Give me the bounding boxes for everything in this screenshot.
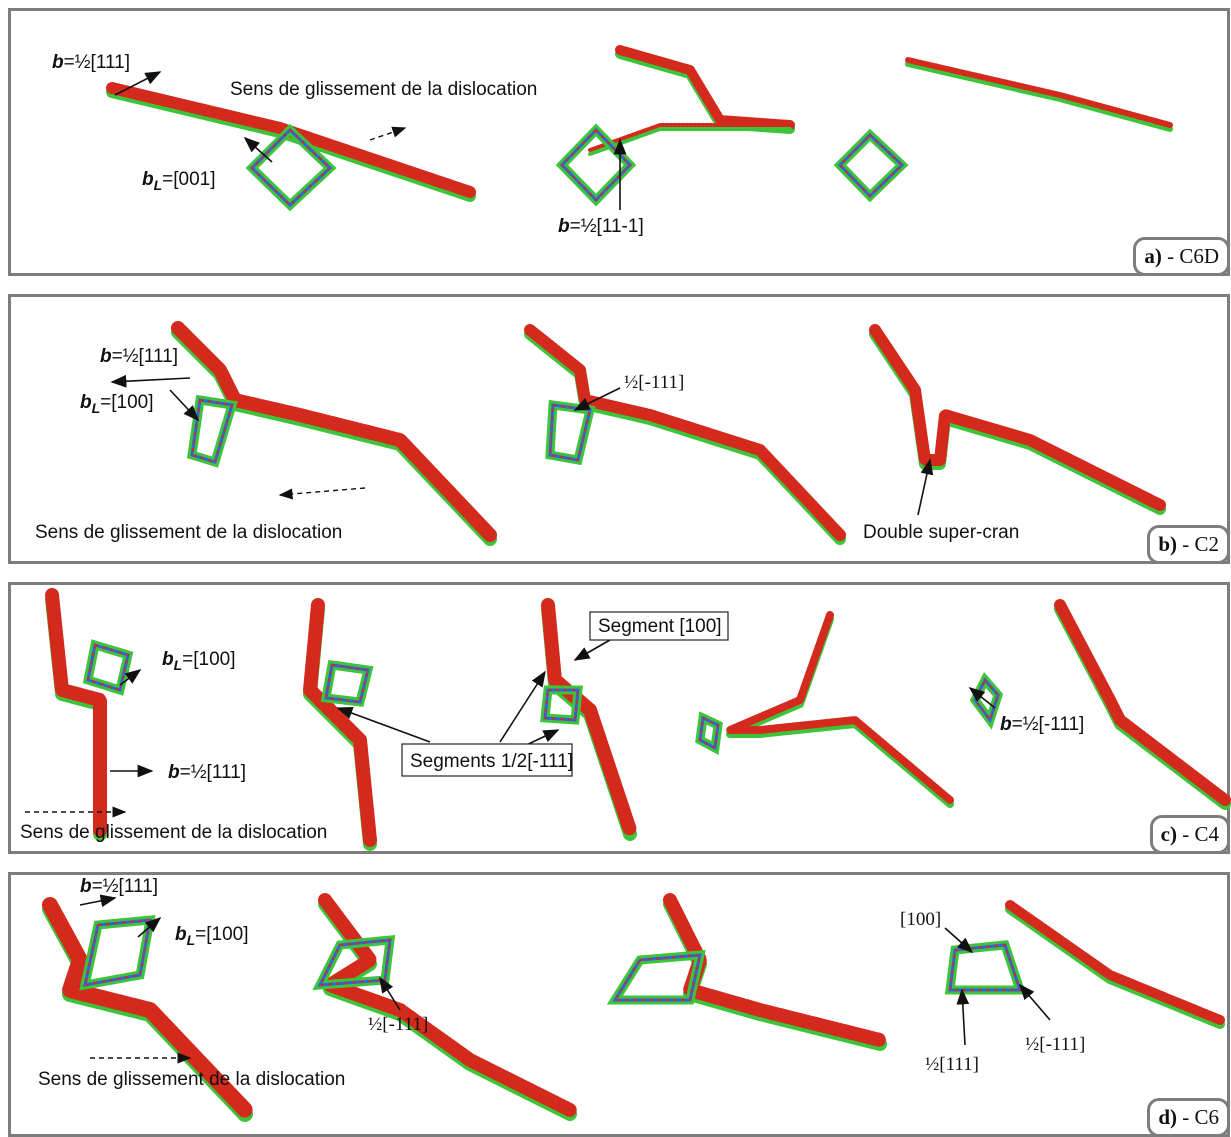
a-dislocation-1: [106, 82, 476, 202]
arrow-d-l100: [944, 927, 974, 954]
arrow-b-bl: [169, 389, 200, 422]
c-bl-label: bL=[100]: [162, 649, 236, 673]
c-segments-label: Segments 1/2[-111]: [410, 751, 573, 772]
panel-d-tag: d) - C6: [1147, 1098, 1230, 1137]
b-glide-label: Sens de glissement de la dislocation: [35, 522, 342, 543]
arrow-c-b2: [968, 687, 996, 709]
c-segment100-label: Segment [100]: [598, 616, 722, 637]
arrow-a-glide: [369, 126, 407, 141]
c-loop-1: [82, 639, 134, 696]
panel-b-tag: b) - C2: [1147, 525, 1230, 564]
arrow-d-half2: [1018, 983, 1051, 1021]
panel-c-tag: c) - C4: [1149, 815, 1230, 854]
d-loop-3: [606, 950, 706, 1005]
b-dislocation-3: [869, 324, 1166, 515]
b-b-label: b=½[111]: [100, 346, 178, 367]
c-dislocation-4: [726, 611, 954, 808]
a-b-label: b=½[111]: [52, 52, 130, 73]
arrow-a-b: [114, 71, 162, 96]
panel-a-tag: a) - C6D: [1133, 237, 1230, 276]
arrow-b-glide: [278, 487, 366, 500]
arrow-d-half3: [956, 988, 970, 1046]
arrow-b-b: [110, 374, 191, 388]
c-dislocation-3: [541, 598, 637, 841]
arrow-c-seg100: [573, 639, 611, 661]
c-loop-2: [320, 659, 374, 707]
a-dislocation-3: [905, 57, 1173, 132]
arrow-c-bl: [119, 669, 142, 686]
a-bl-label: bL=[001]: [142, 169, 216, 193]
d-dislocation-3: [663, 893, 887, 1051]
b-dislocation-1: [171, 321, 497, 546]
b-bl-label: bL=[100]: [80, 392, 154, 416]
arrow-c-seg2: [499, 670, 546, 743]
c-glide-label: Sens de glissement de la dislocation: [20, 822, 327, 843]
d-loop-4: [944, 940, 1027, 995]
b-dislocation-2: [524, 324, 846, 545]
segments-box: [401, 743, 573, 777]
arrow-b-half: [573, 387, 621, 411]
b-loop-2: [545, 399, 596, 466]
b-loop-1: [186, 394, 238, 468]
arrow-d-half1: [379, 976, 401, 1011]
arrow-d-bl: [137, 916, 162, 938]
c-loop-4: [695, 711, 723, 756]
d-dislocation-1: [42, 897, 253, 1122]
c-b-label: b=½[111]: [168, 762, 246, 783]
a-b2-label: b=½[11-1]: [558, 216, 644, 237]
c-loop-5: [969, 671, 1004, 730]
d-bl-label: bL=[100]: [175, 924, 249, 948]
a-glide-label: Sens de glissement de la dislocation: [230, 79, 537, 100]
c-dislocation-1: [45, 588, 107, 841]
d-half3-label: ½[111]: [925, 1054, 979, 1075]
c-b2-label: b=½[-111]: [1000, 714, 1084, 735]
arrow-b-jog: [917, 458, 934, 516]
segment100-box: [589, 611, 729, 641]
a-loop-3: [833, 128, 909, 203]
arrow-d-b: [79, 894, 117, 908]
a-dislocation-2: [615, 45, 795, 134]
d-l100-label: [100]: [900, 909, 941, 930]
d-b-label: b=½[111]: [80, 876, 158, 897]
b-half-label: ½[-111]: [624, 372, 684, 393]
b-jog-label: Double super-cran: [863, 522, 1019, 543]
c-dislocation-2: [303, 598, 377, 851]
arrow-a-bl: [243, 136, 273, 163]
d-dislocation-4: [1005, 900, 1225, 1029]
d-dislocation-2: [318, 893, 577, 1121]
arrow-c-seg1: [336, 706, 431, 743]
d-loop-1: [79, 914, 156, 991]
d-glide-label: Sens de glissement de la dislocation: [38, 1069, 345, 1090]
c-dislocation-5: [1054, 599, 1231, 810]
d-half1-label: ½[-111]: [368, 1014, 428, 1035]
panel-b: b) - C2: [8, 294, 1230, 564]
d-half2-label: ½[-111]: [1025, 1034, 1085, 1055]
c-loop-3: [540, 685, 583, 725]
